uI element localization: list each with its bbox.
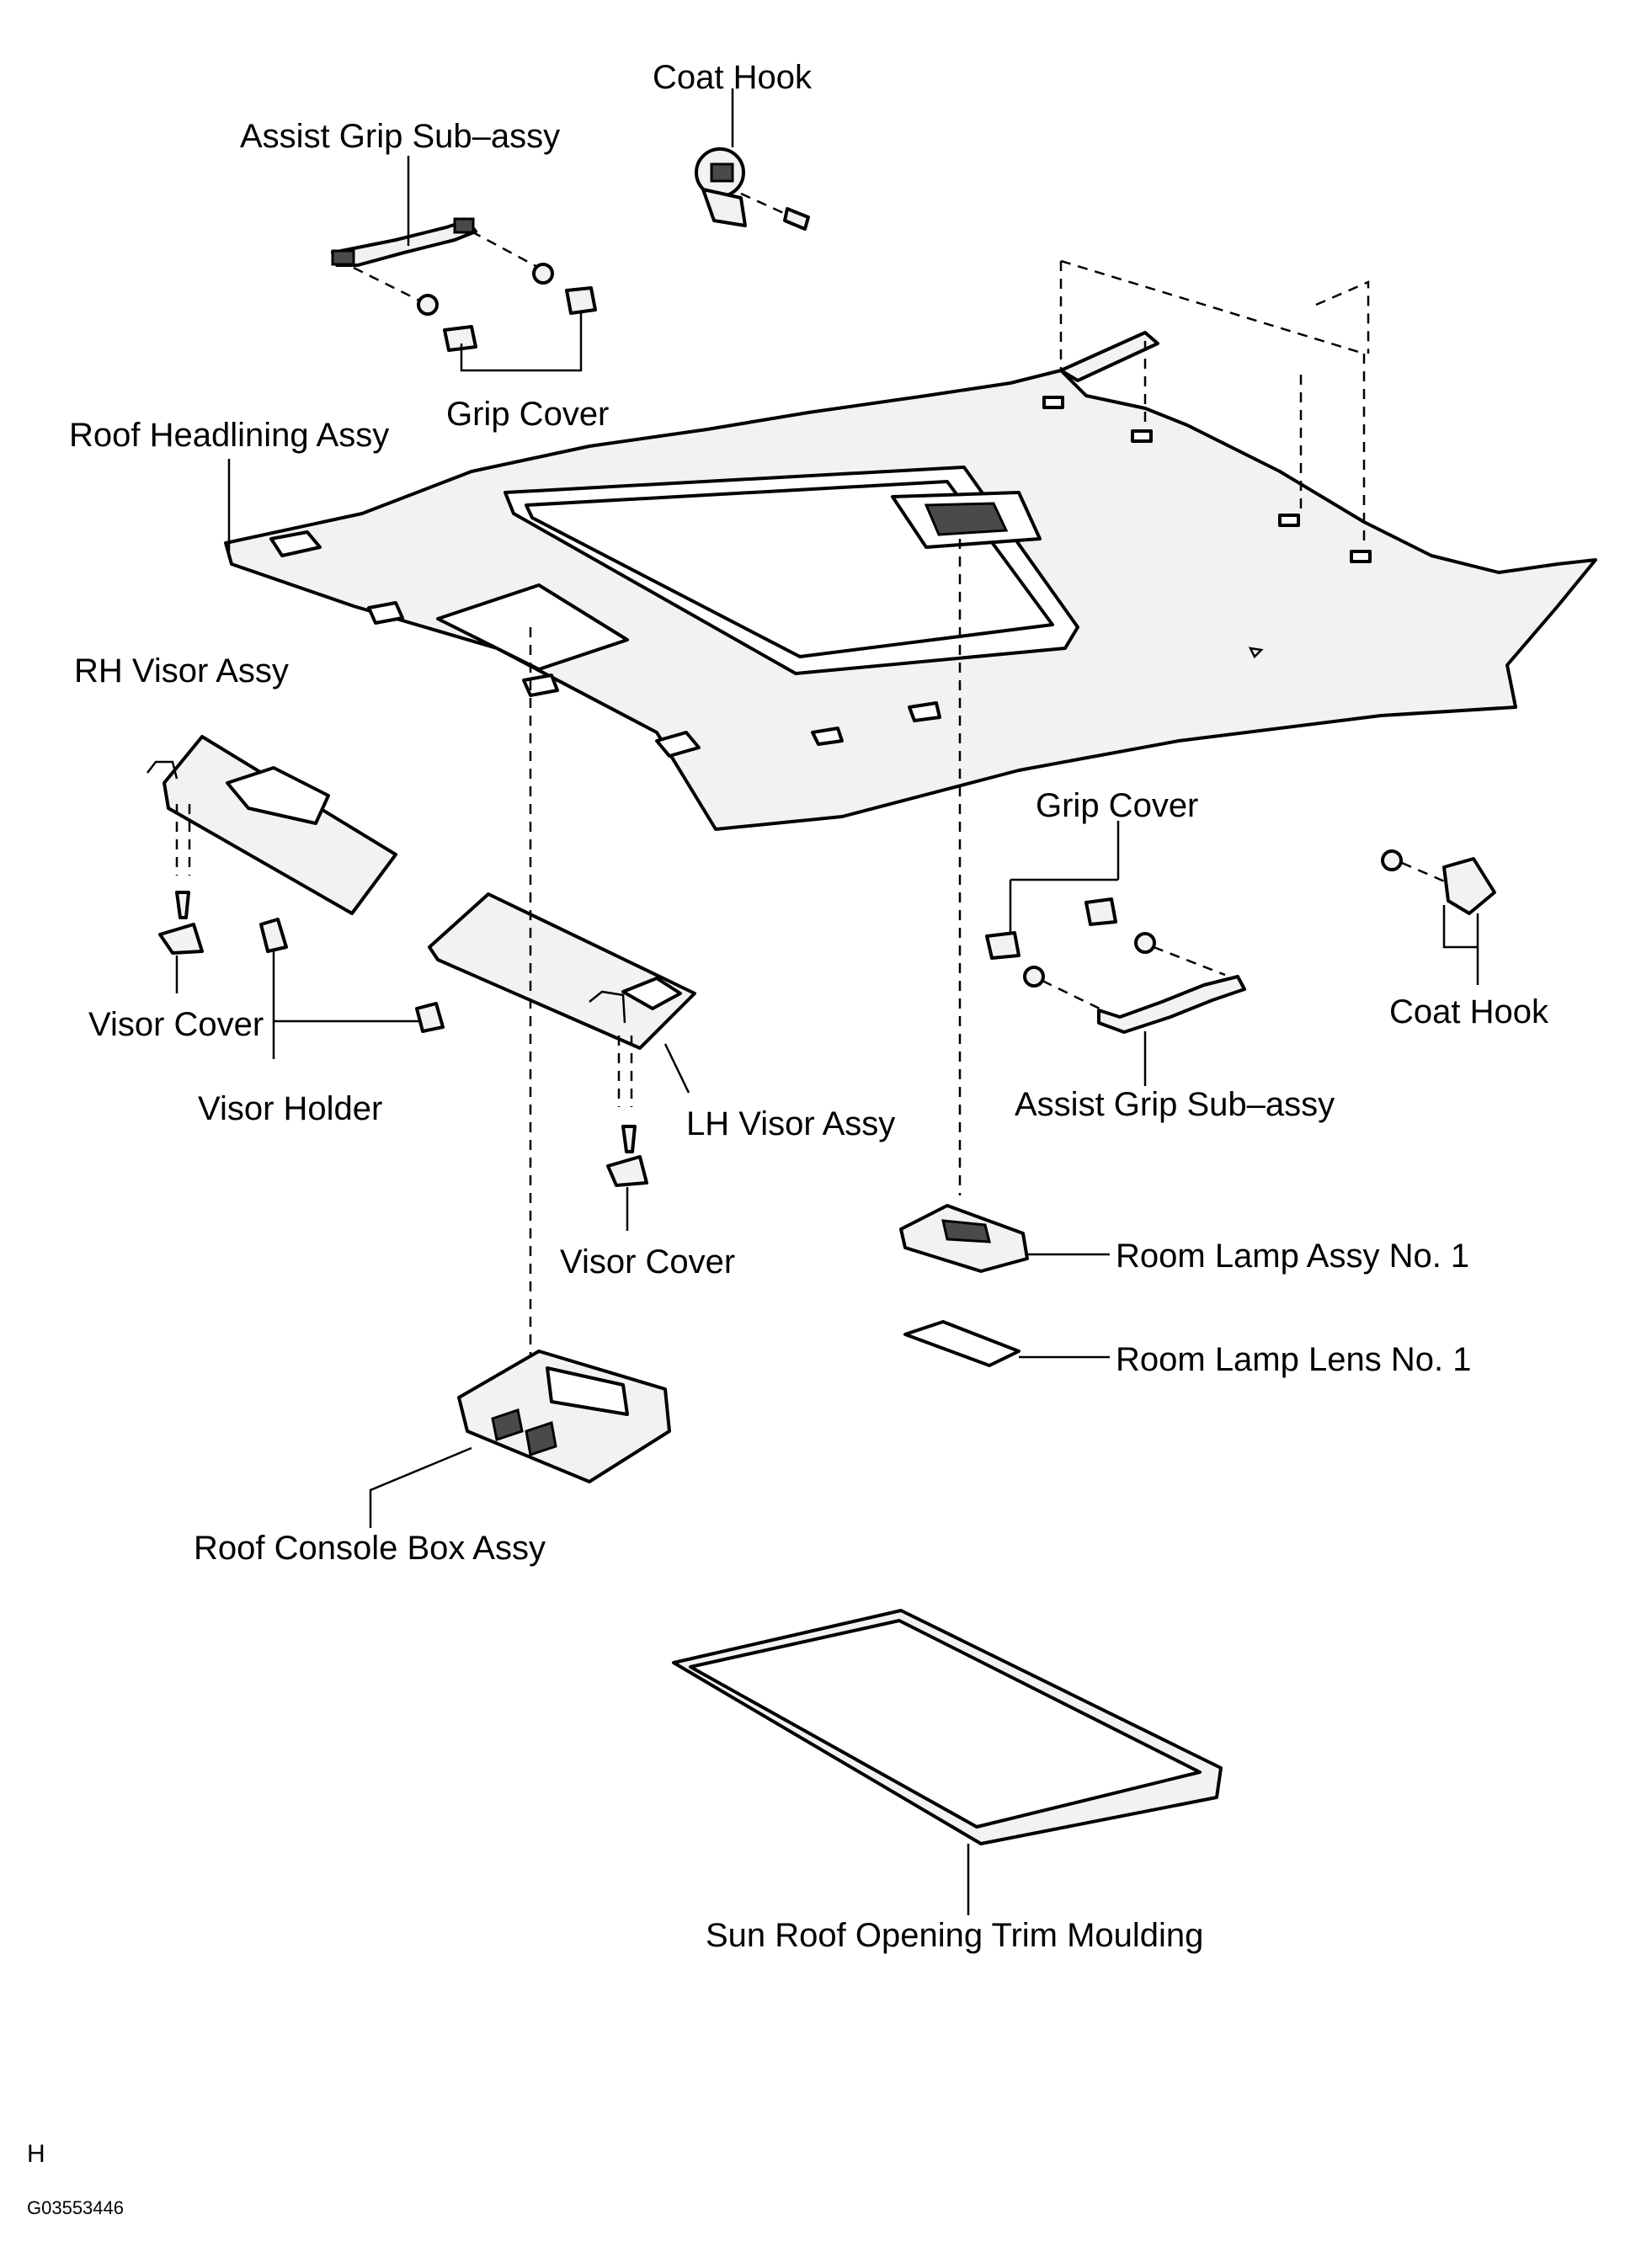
label-visor-holder: Visor Holder [198,1090,382,1127]
label-assist-grip-top: Assist Grip Sub–assy [240,118,560,155]
label-room-lamp-lens: Room Lamp Lens No. 1 [1116,1341,1471,1378]
alignment-lines-rear [1059,259,1370,547]
room-lamp-lens-part [903,1320,1110,1367]
coat-hook-top-part [695,88,810,231]
label-grip-cover-right: Grip Cover [1036,787,1198,824]
assist-grip-top-part [331,156,597,372]
label-sun-roof-trim: Sun Roof Opening Trim Moulding [706,1917,1203,1954]
assist-grip-right-part [985,821,1246,1086]
coat-hook-right-part [1381,849,1496,985]
roof-console-part [369,1350,671,1528]
label-lh-visor: LH Visor Assy [686,1105,895,1142]
label-room-lamp-assy: Room Lamp Assy No. 1 [1116,1238,1469,1275]
label-roof-headlining: Roof Headlining Assy [69,417,389,454]
lh-visor-part [415,892,696,1231]
section-letter: H [27,2140,45,2168]
rh-visor-part [147,735,419,1059]
room-lamp-assy-part [899,1204,1110,1273]
label-coat-hook-top: Coat Hook [653,59,813,96]
label-visor-cover-mid: Visor Cover [560,1243,735,1280]
label-coat-hook-right: Coat Hook [1389,993,1549,1030]
roof-headlining-part [224,331,1597,831]
label-assist-grip-right: Assist Grip Sub–assy [1015,1086,1335,1123]
label-grip-cover-top: Grip Cover [446,396,609,433]
label-visor-cover-left: Visor Cover [88,1006,264,1043]
sun-roof-moulding-part [672,1609,1223,1915]
figure-code: G03553446 [27,2197,124,2218]
label-rh-visor: RH Visor Assy [74,652,289,689]
label-roof-console: Roof Console Box Assy [194,1530,546,1567]
